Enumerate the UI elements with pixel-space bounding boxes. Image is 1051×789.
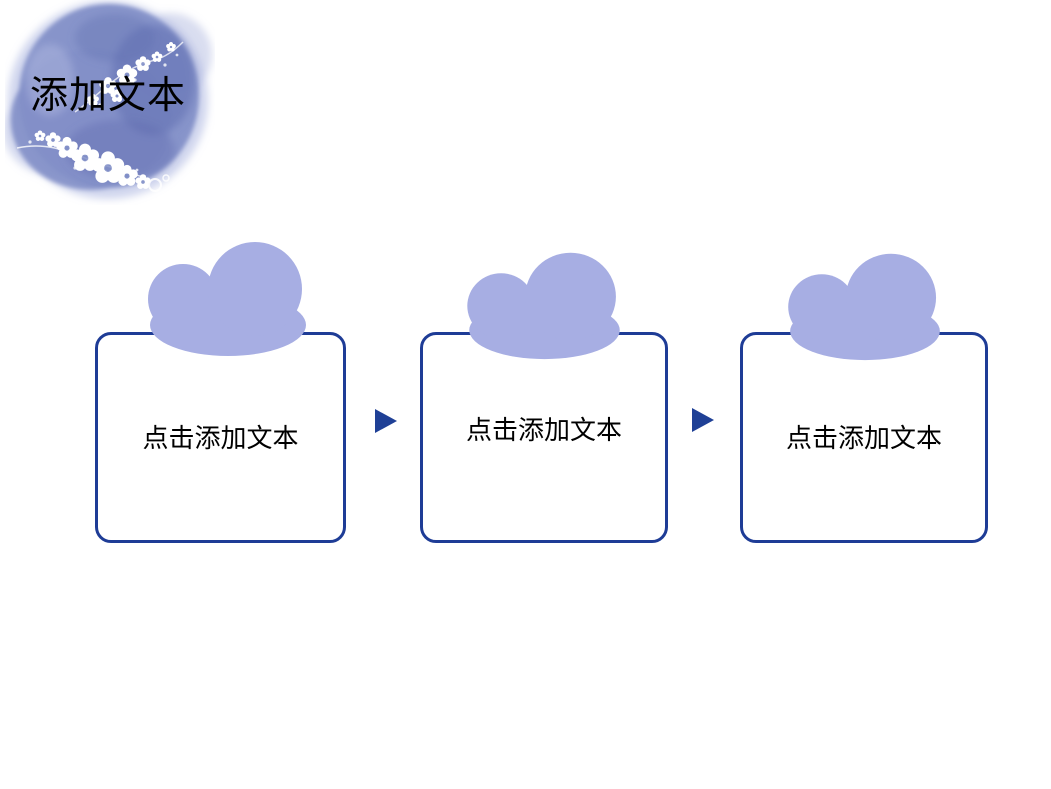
cloud-icon <box>788 253 940 361</box>
step-box-2[interactable]: 点击添加文本 <box>420 252 668 543</box>
blossom-branch-top <box>74 41 184 113</box>
arrow-right-icon <box>375 409 397 433</box>
arrow-right-icon <box>692 408 714 432</box>
slide-title[interactable]: 添加文本 <box>30 75 187 117</box>
step-label[interactable]: 点击添加文本 <box>142 422 299 453</box>
step-label[interactable]: 点击添加文本 <box>785 422 942 453</box>
cloud-icon <box>148 242 306 356</box>
cloud-icon <box>467 252 620 360</box>
step-label[interactable]: 点击添加文本 <box>465 414 622 445</box>
step-box-3[interactable]: 点击添加文本 <box>740 253 988 543</box>
step-box-1[interactable]: 点击添加文本 <box>95 242 346 543</box>
blossom-branch-bottom <box>16 130 170 192</box>
blob-light-spot <box>26 44 74 116</box>
watercolor-blossom-decoration <box>5 1 212 199</box>
